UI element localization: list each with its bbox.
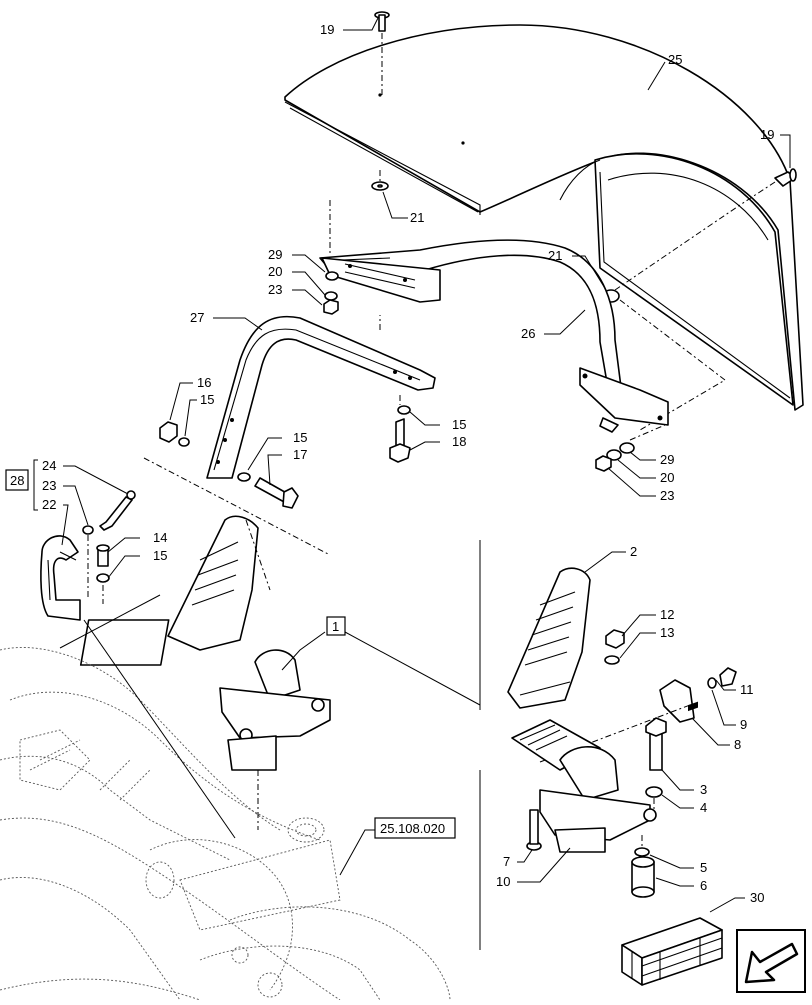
callout-13: 13: [660, 625, 674, 640]
callout-29: 29: [660, 452, 674, 467]
arrow-down-left-icon[interactable]: [736, 929, 806, 993]
bolt-11-washer-9: [707, 667, 737, 689]
callout-15: 15: [200, 392, 214, 407]
callout-21: 21: [410, 210, 424, 225]
crate-icon: [621, 701, 723, 986]
bolt-24: [99, 490, 136, 531]
callout-22: 22: [42, 497, 56, 512]
callout-11: 11: [740, 682, 754, 697]
callout-15: 15: [452, 417, 466, 432]
callout-21: 21: [548, 248, 562, 263]
callout-8: 8: [734, 737, 741, 752]
callout-17: 17: [293, 447, 307, 462]
spacer-bracket-8: [659, 679, 695, 723]
bolt-19-right: [774, 168, 797, 187]
washer-21-top: [371, 181, 389, 191]
callout-3: 3: [700, 782, 707, 797]
fasteners-left-stack: [323, 271, 339, 315]
callout-12: 12: [660, 607, 674, 622]
callout-19: 19: [760, 127, 774, 142]
callout-15: 15: [153, 548, 167, 563]
assembly-reference-label: 1: [332, 619, 339, 634]
assembly-reference-box[interactable]: 1: [326, 616, 346, 636]
callout-4: 4: [700, 800, 707, 815]
callout-6: 6: [700, 878, 707, 893]
callout-20: 20: [268, 264, 282, 279]
bolt-18-washer-15: [389, 405, 411, 463]
callout-23: 23: [268, 282, 282, 297]
bolt-3-washer-4: [645, 717, 667, 798]
bolt-17-washer-15: [237, 472, 299, 509]
section-reference-label: 25.108.020: [380, 821, 445, 836]
washer-23-kit: [82, 525, 94, 535]
fender-support-arm: [319, 239, 669, 433]
callout-24: 24: [42, 458, 56, 473]
callout-23: 23: [660, 488, 674, 503]
leader-lines: [33, 17, 791, 950]
fender-panel: [284, 24, 804, 411]
bolt-14-washer-15: [96, 544, 110, 583]
kit-reference-label: 28: [10, 473, 24, 488]
washer-5-bushing-6: [631, 847, 655, 898]
fasteners-right-stack: [595, 442, 635, 472]
mount-assembly-left: [79, 515, 331, 771]
callout-30: 30: [750, 890, 764, 905]
clamp-bracket-22: [40, 535, 81, 621]
callout-16: 16: [197, 375, 211, 390]
kit-reference-box[interactable]: 28: [5, 469, 29, 491]
bolt-7: [526, 809, 542, 851]
axle-background: [0, 647, 451, 1001]
fender-stay-27: [206, 315, 436, 479]
callout-26: 26: [521, 326, 535, 341]
mount-bracket-2: [507, 567, 591, 709]
callout-10: 10: [496, 874, 510, 889]
callout-19: 19: [320, 22, 334, 37]
callout-29: 29: [268, 247, 282, 262]
callout-2: 2: [630, 544, 637, 559]
callout-25: 25: [668, 52, 682, 67]
bolt-19-top: [374, 11, 390, 32]
callout-23: 23: [42, 478, 56, 493]
callout-20: 20: [660, 470, 674, 485]
callout-5: 5: [700, 860, 707, 875]
callout-9: 9: [740, 717, 747, 732]
callout-15: 15: [293, 430, 307, 445]
callout-27: 27: [190, 310, 204, 325]
callout-14: 14: [153, 530, 167, 545]
nut-12-washer-13: [604, 629, 625, 665]
callout-18: 18: [452, 434, 466, 449]
mount-base-10: [511, 719, 657, 853]
section-reference-box[interactable]: 25.108.020: [374, 817, 456, 839]
nut-16-washer-15: [159, 421, 190, 447]
callout-7: 7: [503, 854, 510, 869]
